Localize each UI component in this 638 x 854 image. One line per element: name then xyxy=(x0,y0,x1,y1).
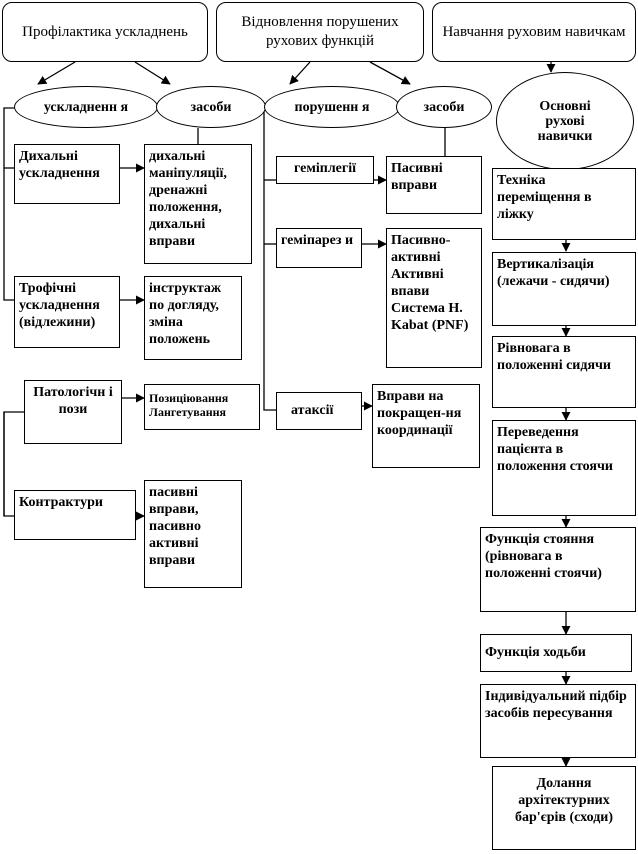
skill-standing: Функція стояння (рівновага в положенні с… xyxy=(480,527,636,612)
skill-sitting-balance: Рівновага в положенні сидячи xyxy=(492,336,636,408)
complication-trophic: Трофічні ускладнення (відлежини) xyxy=(14,276,120,348)
skill-bed-mobility: Техніка переміщення в ліжку xyxy=(492,168,636,240)
means-ataxia: Вправи на покращен-ня координації xyxy=(372,384,480,468)
ellipse-complications: ускладненн я xyxy=(14,86,158,128)
ellipse-disorders: порушенн я xyxy=(264,86,400,128)
disorder-ataxia: атаксії xyxy=(276,392,362,430)
header-restoration: Відновлення порушених рухових функцій xyxy=(216,2,424,62)
complication-contractures: Контрактури xyxy=(14,490,136,540)
ellipse-basic-skills: Основні рухові навички xyxy=(496,72,634,170)
header-prevention: Профілактика ускладнень xyxy=(2,2,208,62)
complication-poses: Патологічн і пози xyxy=(24,380,122,444)
disorder-hemiparesis: геміпарез и xyxy=(276,228,362,268)
skill-verticalization: Вертикалізація (лежачи - сидячи) xyxy=(492,252,636,326)
skill-mobility-aids: Індивідуальний підбір засобів пересуванн… xyxy=(480,684,636,758)
skill-barriers: Долання архітектурних бар'єрів (сходи) xyxy=(492,766,636,850)
means-trophic: інструктаж по догляду, зміна положень xyxy=(144,276,242,360)
disorder-hemiplegia: геміплегії xyxy=(276,156,374,184)
skill-sit-to-stand: Переведення пацієнта в положення стоячи xyxy=(492,420,636,516)
complication-respiratory: Дихальні ускладнення xyxy=(14,144,120,204)
header-training: Навчання руховим навичкам xyxy=(432,2,636,62)
means-respiratory: дихальні маніпуляції, дренажні положення… xyxy=(144,144,252,264)
ellipse-means-1: засоби xyxy=(156,86,266,128)
means-contractures: пасивні вправи, пасивно активні вправи xyxy=(144,480,242,588)
means-poses: Позиціювання Лангетування xyxy=(144,384,260,430)
ellipse-means-2: засоби xyxy=(396,86,492,128)
means-hemiplegia: Пасивні вправи xyxy=(386,156,482,214)
skill-walking: Функція ходьби xyxy=(480,634,632,672)
means-hemiparesis: Пасивно-активні Активні впави Система Н.… xyxy=(386,228,482,368)
